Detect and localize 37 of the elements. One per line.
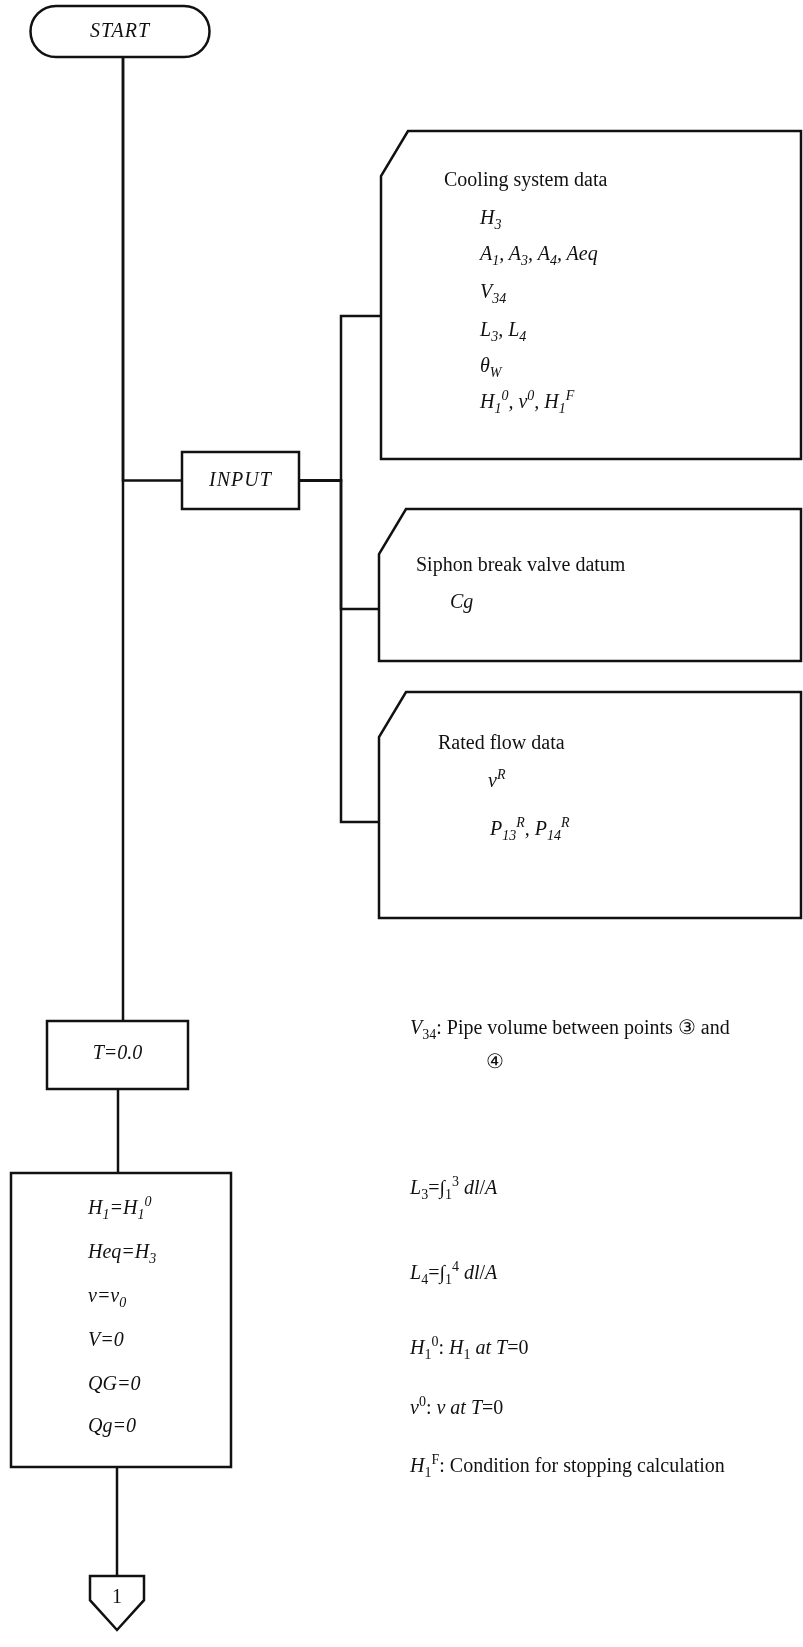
box-label: T=0.0 <box>91 1041 144 1064</box>
definition-note: H$_{1}$$^{F}$: Condition for stopping calculation <box>410 1451 726 1482</box>
assignment-text: V=0 <box>88 1328 124 1351</box>
assignment-text: v=v$_{0}$ <box>88 1284 127 1307</box>
terminal-label: START <box>88 19 152 42</box>
card-heading: Rated flow data <box>438 731 565 754</box>
definition-note: v$^{0}$: v at T=0 <box>410 1393 505 1420</box>
input-data-card <box>378 508 802 662</box>
assignment-text: Heq=H$_{3}$ <box>88 1240 157 1263</box>
connector-line <box>300 479 378 824</box>
variable-list-item: L$_{3}$, L$_{4}$ <box>480 318 527 341</box>
process-box <box>46 1020 189 1090</box>
assignment-text: QG=0 <box>88 1372 141 1395</box>
input-data-card <box>378 691 802 919</box>
definition-note: H$_{1}$$^{0}$: H$_{1}$ at T=0 <box>410 1333 530 1364</box>
connector-number: 1 <box>111 1585 123 1608</box>
assignment-text: Qg=0 <box>88 1414 136 1437</box>
process-box <box>10 1172 232 1468</box>
connector-line <box>121 58 181 482</box>
connector-line <box>115 1468 119 1575</box>
start-terminal <box>30 5 210 58</box>
connector-line <box>116 1090 120 1172</box>
input-box <box>181 451 300 510</box>
variable-list-item: v$^{R}$ <box>488 769 506 792</box>
formula: L$_{4}$=∫$_{1}$$^{4}$ dl/A <box>410 1258 499 1289</box>
variable-list-item: Cg <box>450 590 474 613</box>
card-heading: Cooling system data <box>444 168 608 191</box>
variable-list-item: H$_{3}$ <box>480 206 502 229</box>
off-page-connector <box>89 1575 145 1631</box>
variable-list-item: V$_{34}$ <box>480 280 507 303</box>
variable-list-item: A$_{1}$, A$_{3}$, A$_{4}$, Aeq <box>480 242 598 265</box>
formula: L$_{3}$=∫$_{1}$$^{3}$ dl/A <box>410 1173 499 1204</box>
card-heading: Siphon break valve datum <box>416 553 626 576</box>
variable-list-item: θ$_{W}$ <box>480 354 502 377</box>
input-data-card <box>380 130 802 460</box>
definition-note: V$_{34}$: Pipe volume between points ③ and ④ <box>410 1015 731 1074</box>
box-label: INPUT <box>208 468 273 491</box>
